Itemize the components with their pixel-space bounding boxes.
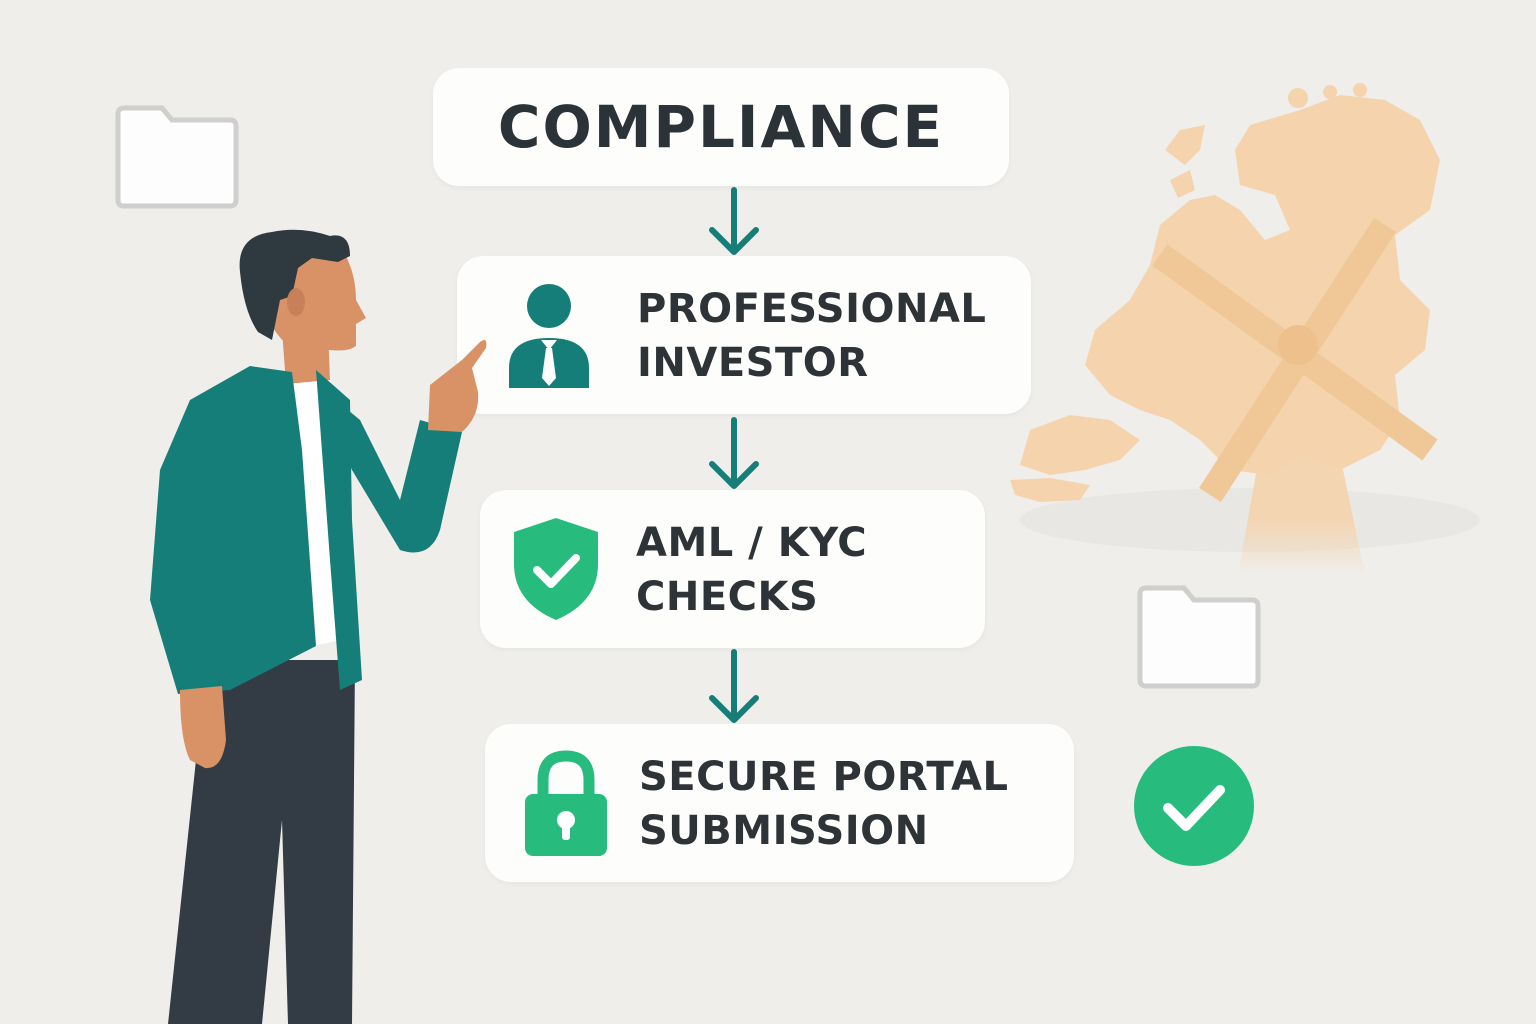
step-label-line1: AML / KYC: [636, 520, 868, 566]
step-secure-portal-submission: SECURE PORTAL SUBMISSION: [485, 724, 1074, 882]
step-aml-kyc-checks: AML / KYC CHECKS: [480, 490, 985, 648]
arrow-down-icon: [709, 649, 759, 723]
step-label: PROFESSIONAL INVESTOR: [637, 282, 986, 390]
jacket-sleeve: [318, 385, 462, 553]
arrow-down-icon: [709, 417, 759, 489]
step-label-line1: PROFESSIONAL: [637, 286, 987, 332]
jacket: [150, 366, 316, 694]
arrow-down-icon: [709, 187, 759, 255]
step-professional-investor: PROFESSIONAL INVESTOR: [457, 256, 1031, 414]
diagram-title: COMPLIANCE: [497, 93, 945, 161]
step-label-line2: INVESTOR: [637, 340, 869, 386]
folder-icon: [115, 105, 239, 209]
title-card: COMPLIANCE: [433, 68, 1009, 186]
step-label-line2: CHECKS: [636, 574, 819, 620]
hair: [239, 229, 350, 340]
padlock-icon: [525, 750, 607, 856]
step-label-line2: SUBMISSION: [639, 808, 929, 854]
windmill-illustration: [1152, 217, 1438, 575]
step-label-line1: SECURE PORTAL: [639, 754, 1009, 800]
checkmark-circle-icon: [1134, 746, 1254, 866]
pointing-hand: [428, 340, 487, 432]
shield-check-icon: [514, 518, 598, 620]
step-label: SECURE PORTAL SUBMISSION: [639, 750, 1008, 858]
professional-investor-icon: [509, 284, 589, 388]
step-label: AML / KYC CHECKS: [636, 516, 867, 624]
folder-icon: [1137, 585, 1261, 689]
